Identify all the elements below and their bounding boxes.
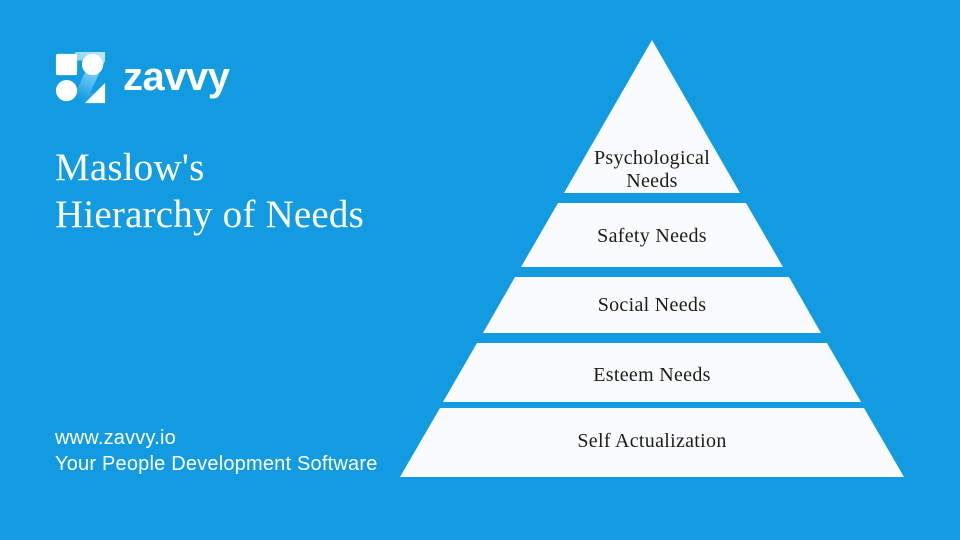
pyramid-diagram: Psychological Needs Safety Needs Social … <box>400 40 904 477</box>
zavvy-logo-icon <box>55 52 106 104</box>
pyramid-tier-1-label-line2: Needs <box>626 170 677 192</box>
tagline: Your People Development Software <box>55 453 378 475</box>
pyramid-tier-4-shape <box>443 343 861 402</box>
pyramid-tier-1-shape <box>564 40 740 193</box>
footer: www.zavvy.io Your People Development Sof… <box>55 425 378 477</box>
pyramid-tier-2-shape <box>521 203 783 267</box>
pyramid-tier-3-label: Social Needs <box>598 294 707 316</box>
pyramid-tier-5-shape <box>400 408 904 477</box>
title-line-1: Maslow's <box>55 146 205 189</box>
pyramid-tier-2-label: Safety Needs <box>597 225 707 247</box>
pyramid-tier-3-shape <box>483 277 821 333</box>
pyramid-tier-1-label-line1: Psychological <box>594 147 710 169</box>
zavvy-wordmark: zavvy <box>123 55 230 99</box>
title-line-2: Hierarchy of Needs <box>55 193 364 236</box>
pyramid-tier-5-label: Self Actualization <box>577 430 726 452</box>
zavvy-logo: zavvy <box>54 52 230 106</box>
website-url: www.zavvy.io <box>55 427 176 449</box>
pyramid-tier-4-label: Esteem Needs <box>593 364 710 386</box>
